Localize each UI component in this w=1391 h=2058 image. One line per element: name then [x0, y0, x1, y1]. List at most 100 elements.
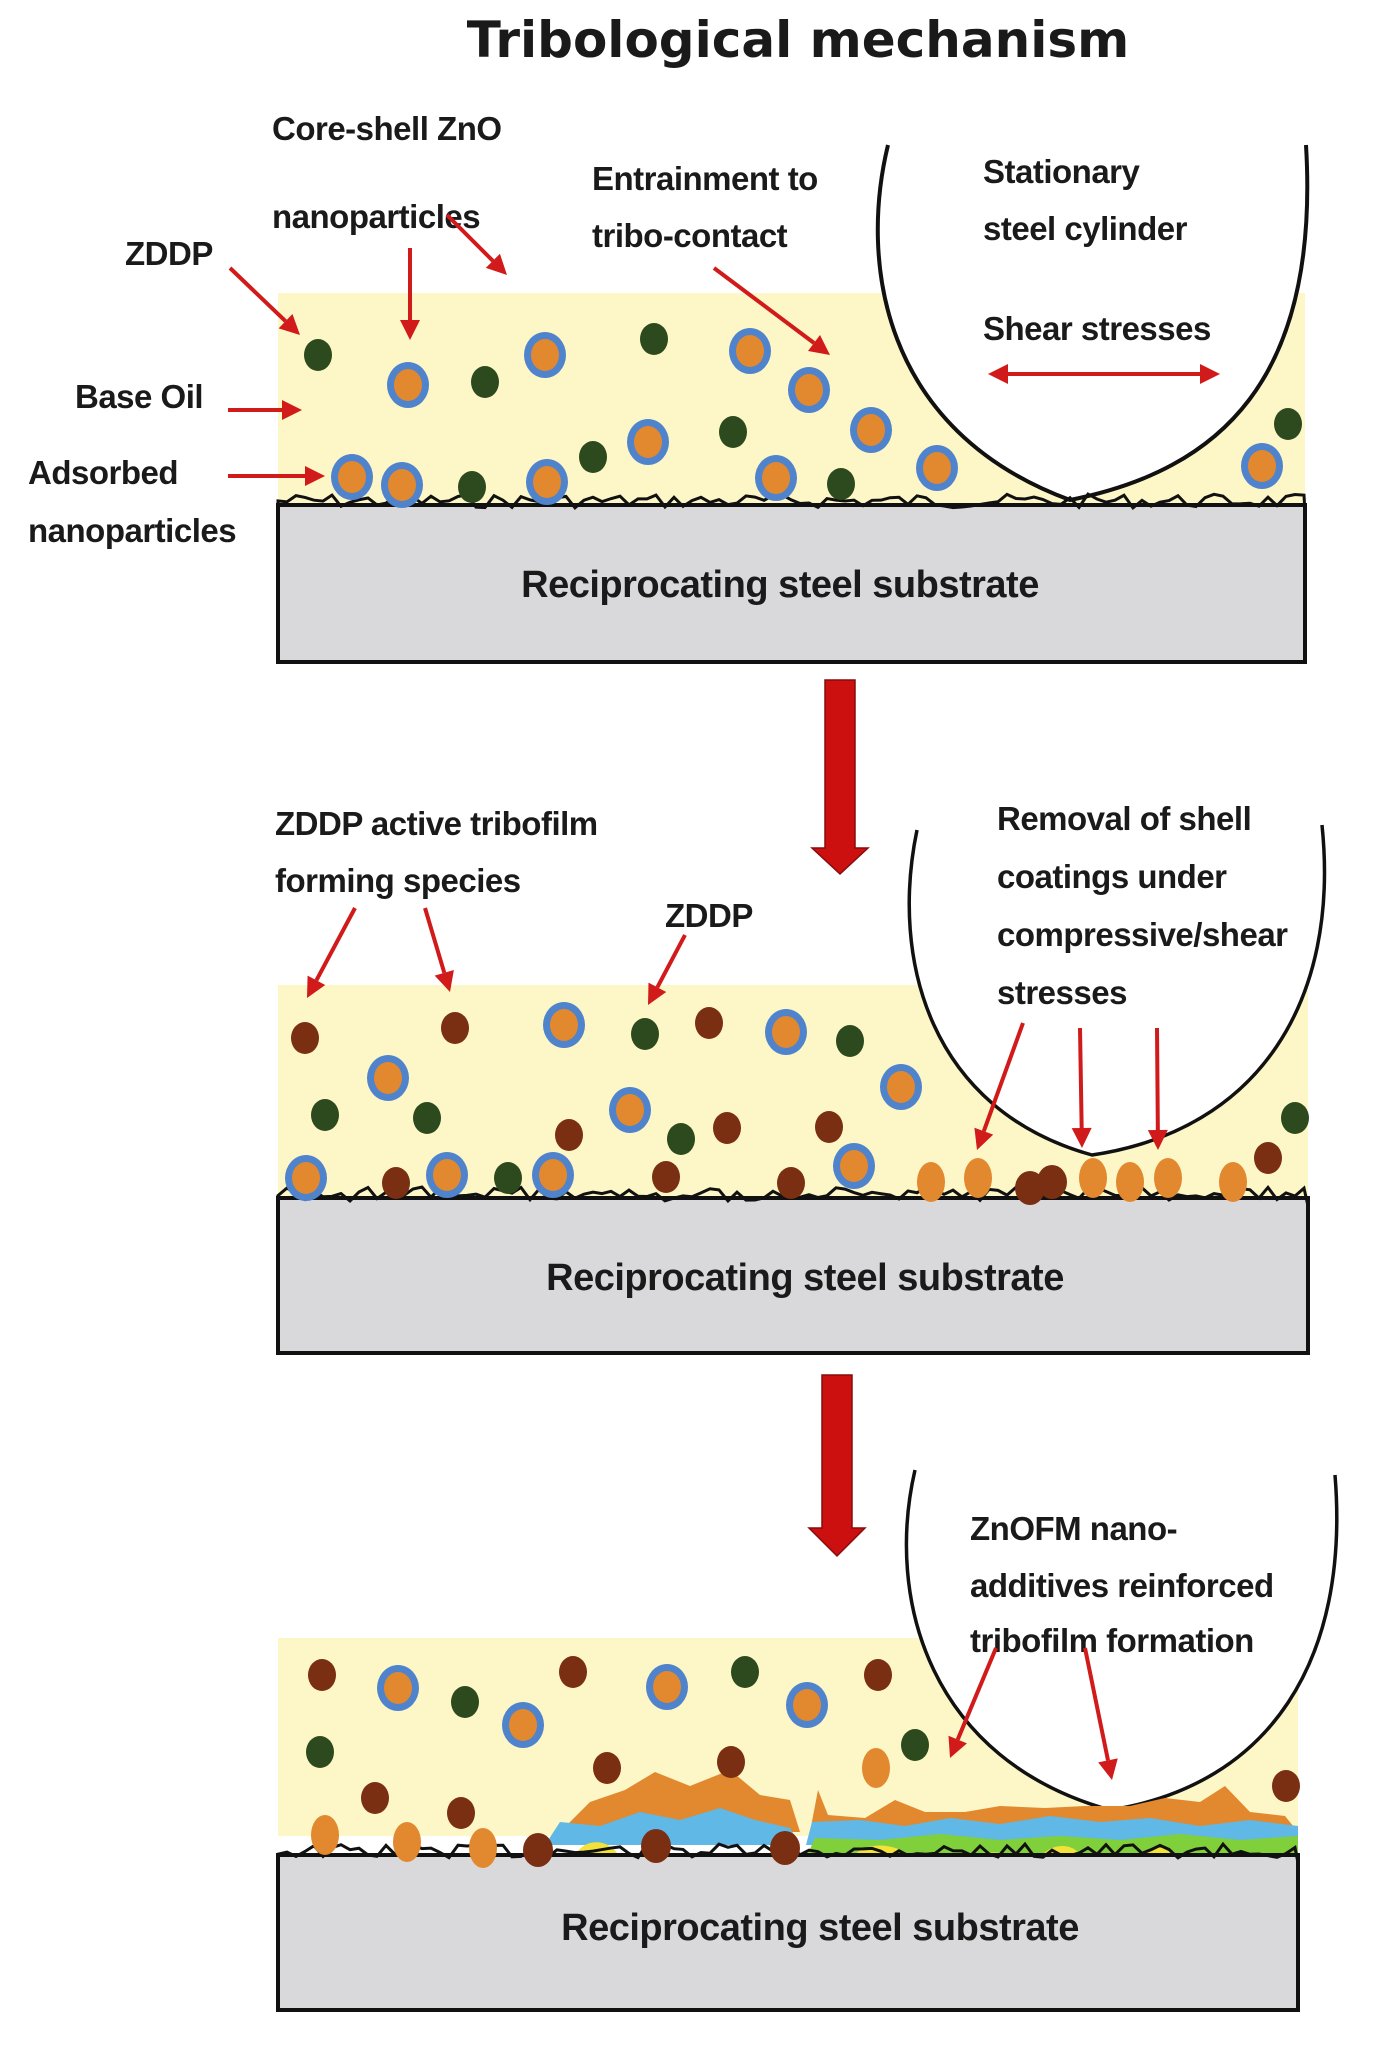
active-species-particle: [447, 1797, 475, 1829]
particle-core: [338, 461, 366, 493]
core-shell-zno-nanoparticle: [850, 407, 892, 453]
core-shell-zno-nanoparticle: [377, 1665, 419, 1711]
arrow-head: [988, 364, 1008, 384]
arrow-head: [434, 969, 454, 992]
active-species-particle: [717, 1746, 745, 1778]
arrow-head: [282, 400, 302, 420]
exposed-zno-core-particle: [917, 1162, 945, 1202]
substrate-label: Reciprocating steel substrate: [561, 1907, 1079, 1949]
substrate: [276, 1196, 1310, 1355]
active-species-particle: [713, 1112, 741, 1144]
label-core-shell-line1: Core-shell ZnO: [272, 110, 502, 147]
label-shell-removal-line1: Removal of shell: [997, 800, 1251, 837]
particle-core: [550, 1009, 578, 1041]
tribofilm: [545, 1770, 1298, 1862]
active-species-particle: [291, 1022, 319, 1054]
transition-arrow-1: [810, 679, 870, 876]
exposed-zno-core-particle: [393, 1822, 421, 1862]
core-shell-zno-nanoparticle: [543, 1002, 585, 1048]
zddp-particle: [306, 1736, 334, 1768]
label-reinforced-tribofilm-line3: tribofilm formation: [970, 1622, 1254, 1659]
arrow-head: [648, 982, 667, 1005]
substrate: [276, 503, 1307, 664]
exposed-zno-core-particle: [1154, 1158, 1182, 1198]
active-species-particle: [770, 1831, 800, 1865]
core-shell-zno-nanoparticle: [526, 459, 568, 505]
core-shell-zno-nanoparticle: [786, 1682, 828, 1728]
particle-core: [840, 1150, 868, 1182]
arrow-head: [278, 313, 300, 335]
label-shear: Shear stresses: [983, 310, 1211, 347]
arrow-head: [1071, 1127, 1092, 1148]
arrow-head: [1098, 1758, 1118, 1780]
particle-core: [292, 1162, 320, 1194]
transition-arrow-2: [807, 1374, 867, 1558]
particle-core: [616, 1094, 644, 1126]
label-cylinder-line2: steel cylinder: [983, 210, 1188, 247]
active-species-particle: [559, 1656, 587, 1688]
particle-core: [736, 335, 764, 367]
arrow-base-oil: [228, 400, 302, 420]
label-active-species-line2: forming species: [275, 862, 521, 899]
arrow-head: [1200, 364, 1220, 384]
active-species-particle: [1254, 1142, 1282, 1174]
zddp-particle: [1281, 1102, 1309, 1134]
label-active-species-line1: ZDDP active tribofilm: [275, 805, 598, 842]
arrow-active-species-1: [307, 907, 357, 998]
zddp-particle: [731, 1656, 759, 1688]
arrow-head: [400, 320, 420, 340]
exposed-zno-core-particle: [1219, 1162, 1247, 1202]
arrow-head: [485, 253, 507, 275]
label-zddp: ZDDP: [665, 897, 753, 934]
particle-core: [923, 452, 951, 484]
core-shell-zno-nanoparticle: [1241, 443, 1283, 489]
active-species-particle: [695, 1007, 723, 1039]
arrow-shaft: [655, 934, 687, 989]
active-species-particle: [382, 1167, 410, 1199]
label-cylinder-line1: Stationary: [983, 153, 1141, 190]
label-shell-removal-line3: compressive/shear: [997, 916, 1288, 953]
tribofilm-green-layer: [806, 1834, 1298, 1858]
core-shell-zno-nanoparticle: [502, 1702, 544, 1748]
label-adsorbed-line1: Adsorbed: [28, 454, 178, 491]
panel-1: Reciprocating steel substrate Core-shell…: [28, 110, 1310, 664]
core-shell-zno-nanoparticle: [833, 1143, 875, 1189]
arrow-shaft: [445, 213, 495, 263]
core-shell-zno-nanoparticle: [916, 445, 958, 491]
active-species-particle: [641, 1829, 671, 1863]
label-reinforced-tribofilm-line2: additives reinforced: [970, 1567, 1274, 1604]
zddp-particle: [1274, 408, 1302, 440]
active-species-particle: [308, 1659, 336, 1691]
particle-core: [772, 1016, 800, 1048]
particle-core: [634, 426, 662, 458]
arrow-head: [307, 975, 326, 998]
exposed-zno-core-particle: [964, 1158, 992, 1198]
particle-core: [857, 414, 885, 446]
exposed-zno-core-particle: [311, 1815, 339, 1855]
cylinder: [875, 144, 1310, 503]
core-shell-zno-nanoparticle: [285, 1155, 327, 1201]
core-shell-zno-nanoparticle: [426, 1152, 468, 1198]
particle-core: [887, 1071, 915, 1103]
label-zddp: ZDDP: [125, 235, 213, 272]
substrate: [276, 1853, 1300, 2012]
active-species-particle: [1272, 1770, 1300, 1802]
cylinder: [907, 824, 1327, 1157]
zddp-particle: [667, 1123, 695, 1155]
tribofilm-yellow-deposits: [575, 1842, 1178, 1862]
particle-core: [762, 462, 790, 494]
diagram-title: Tribological mechanism: [467, 11, 1129, 69]
particle-core: [795, 374, 823, 406]
active-species-particle: [361, 1782, 389, 1814]
arrow-core-shell-2: [445, 213, 507, 275]
core-shell-zno-nanoparticle: [367, 1055, 409, 1101]
core-shell-zno-nanoparticle: [381, 462, 423, 508]
active-species-particle: [864, 1659, 892, 1691]
arrow-head: [948, 1735, 967, 1758]
label-entrainment-line2: tribo-contact: [592, 217, 788, 254]
active-species-particle: [777, 1167, 805, 1199]
arrow-shaft: [423, 907, 447, 974]
arrow-shaft: [228, 266, 287, 323]
active-species-particle: [523, 1833, 553, 1867]
active-species-particle: [652, 1161, 680, 1193]
